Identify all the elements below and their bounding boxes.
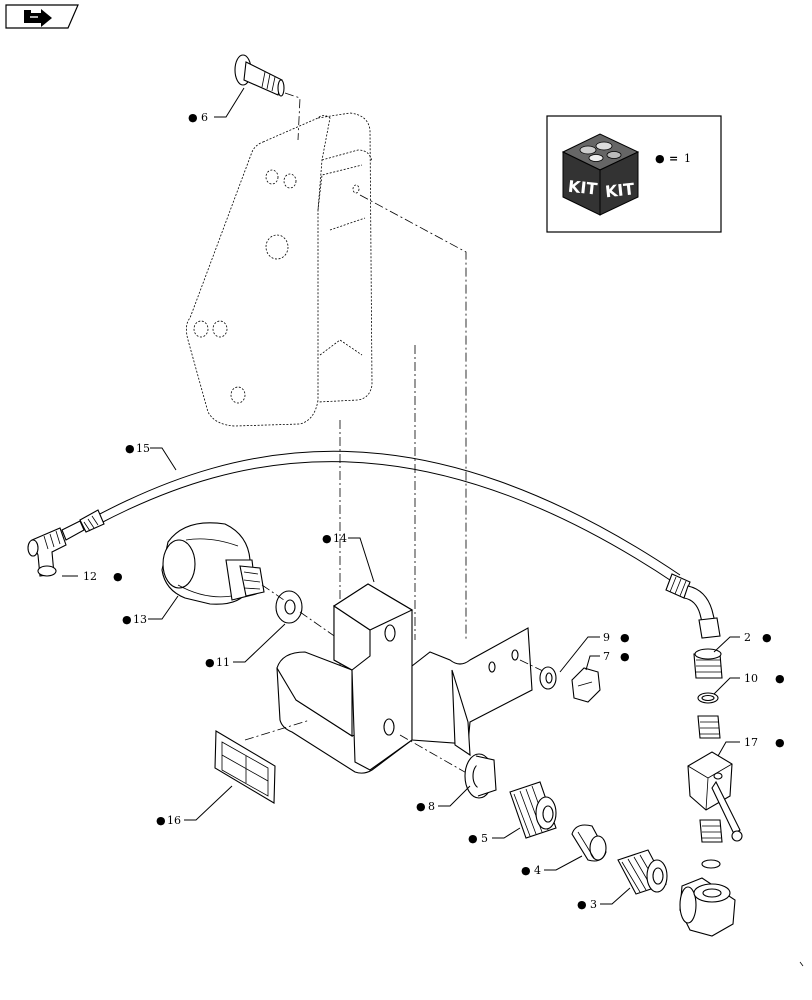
kit-label-left: KIT (567, 177, 598, 199)
callout-17: 17 ● (744, 736, 785, 749)
hose-15 (61, 450, 721, 639)
callout-4: ● 4 (521, 864, 541, 877)
callout-number: 8 (428, 800, 435, 813)
callout-number: 7 (603, 650, 610, 663)
kit-box-icon: KIT KIT (561, 133, 640, 216)
callout-number: 9 (603, 631, 610, 644)
callout-14: ● 14 (322, 532, 347, 545)
washer-11 (275, 590, 303, 624)
callout-marker: ● (205, 656, 215, 669)
callout-marker: ● (122, 613, 132, 626)
leader-lines (62, 87, 740, 905)
callout-marker: ● (468, 832, 478, 845)
kit-quantity: 1 (684, 152, 691, 165)
callout-9: 9 ● (603, 631, 630, 644)
back-button[interactable] (5, 4, 79, 29)
callout-number: 12 (83, 570, 97, 583)
washer-9 (539, 666, 557, 690)
o-ring-10 (697, 692, 719, 704)
callout-8: ● 8 (416, 800, 435, 813)
callout-number: 3 (590, 898, 597, 911)
mounting-plate-phantom (186, 112, 373, 427)
callout-15: ● 15 (125, 442, 150, 455)
callout-marker: ● (775, 736, 785, 749)
canister-13 (161, 522, 265, 605)
nipple-4 (571, 824, 607, 862)
callout-marker: ● (416, 800, 426, 813)
callout-marker: ● (521, 864, 531, 877)
nut-7 (571, 667, 601, 703)
callout-number: 5 (481, 832, 488, 845)
callout-marker: ● (156, 814, 166, 827)
callout-number: 13 (133, 613, 147, 626)
callout-number: 17 (744, 736, 758, 749)
bulkhead-fitting-5 (509, 781, 557, 839)
callout-3: ● 3 (577, 898, 597, 911)
callout-number: 10 (744, 672, 758, 685)
callout-10: 10 ● (744, 672, 785, 685)
nut-8 (464, 753, 497, 799)
elbow-fitting (679, 877, 736, 937)
callout-marker: ● (577, 898, 587, 911)
coupler-3 (617, 849, 668, 895)
kit-legend: KIT KIT ● = 1 (546, 115, 722, 233)
callout-11: ● 11 (205, 656, 230, 669)
bolt-6 (234, 54, 285, 97)
callout-13: ● 13 (122, 613, 147, 626)
callout-12: 12 ● (83, 570, 123, 583)
callout-marker: ● (775, 672, 785, 685)
callout-marker: ● (113, 570, 123, 583)
callout-marker: ● (188, 111, 198, 124)
back-arrow-icon (24, 9, 52, 27)
ball-valve-17 (687, 715, 743, 869)
callout-number: 15 (136, 442, 150, 455)
callout-5: ● 5 (468, 832, 488, 845)
kit-equals: = (669, 152, 678, 165)
callout-marker: ● (762, 631, 772, 644)
kit-marker: ● (655, 152, 665, 165)
callout-6: ● 6 (188, 111, 208, 124)
callout-16: ● 16 (156, 814, 181, 827)
callout-marker: ● (322, 532, 332, 545)
elbow-fitting-12 (27, 527, 67, 577)
callout-number: 11 (216, 656, 230, 669)
callout-2: 2 ● (744, 631, 772, 644)
callout-7: 7 ● (603, 650, 630, 663)
bracket-14 (276, 583, 533, 774)
callout-number: 4 (534, 864, 541, 877)
callout-marker: ● (620, 631, 630, 644)
adapter-2 (693, 648, 723, 679)
callout-number: 6 (201, 111, 208, 124)
kit-label-right: KIT (604, 179, 635, 201)
callout-number: 16 (167, 814, 181, 827)
callout-number: 2 (744, 631, 751, 644)
callout-marker: ● (620, 650, 630, 663)
callout-number: 14 (333, 532, 347, 545)
decal-16 (214, 730, 276, 804)
callout-marker: ● (125, 442, 135, 455)
